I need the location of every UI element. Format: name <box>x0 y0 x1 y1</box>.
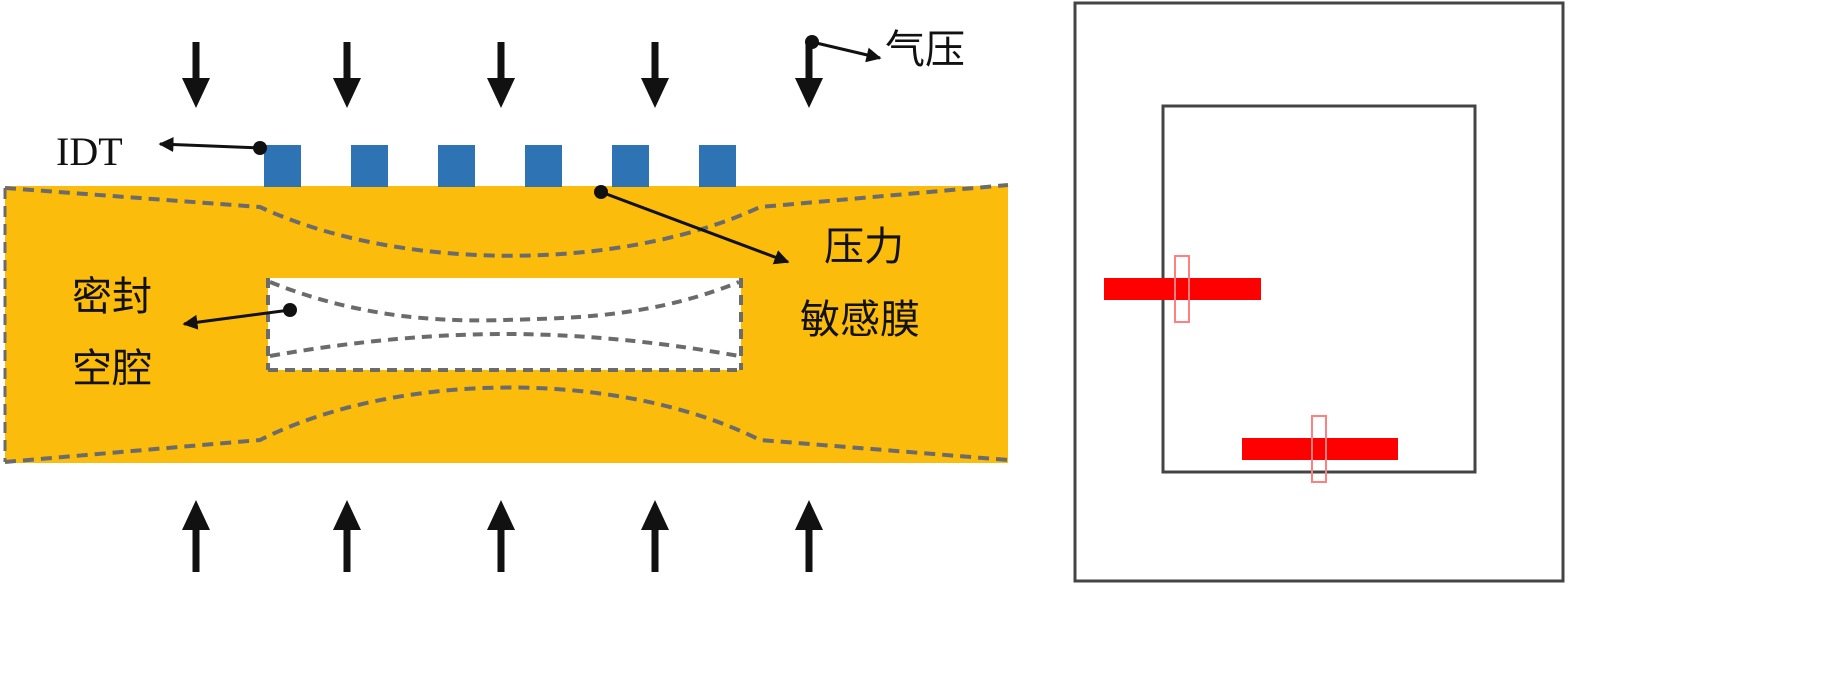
pressure-arrow-down <box>487 42 515 108</box>
leader-pressure-sensitive-membrane <box>594 185 790 265</box>
upper-deformation-dashed-outline <box>4 183 1009 258</box>
leader-sealed-cavity <box>182 303 297 330</box>
label-sealed-cavity-line1: 密封 <box>72 274 152 320</box>
red-bar-upper <box>1104 278 1261 300</box>
saw-sensor-cross-section <box>3 35 1009 572</box>
idt-electrode <box>612 145 649 187</box>
idt-electrode <box>438 145 475 187</box>
idt-electrode <box>351 145 388 187</box>
outer-frame <box>1073 1 1565 583</box>
pressure-arrow-up <box>795 500 823 572</box>
leader-air-pressure <box>805 35 882 63</box>
bottom-pressure-arrows <box>182 500 823 572</box>
lower-deformation-dashed-outline <box>4 385 1009 464</box>
pressure-arrow-up <box>333 500 361 572</box>
pressure-arrow-up <box>182 500 210 572</box>
sealed-cavity <box>268 278 741 370</box>
label-sealed-cavity-line2: 空腔 <box>72 346 152 392</box>
red-outline-lower <box>1311 415 1327 483</box>
leader-idt <box>158 137 267 155</box>
cavity-upper-bend-dashed <box>269 280 740 323</box>
pressure-arrow-up <box>487 500 515 572</box>
diagram-canvas: 气压 IDT 压力 敏感膜 密封 空腔 <box>3 1 1565 583</box>
pressure-arrow-down <box>795 42 823 108</box>
idt-electrode <box>264 145 301 187</box>
idt-electrode <box>699 145 736 187</box>
pressure-arrow-down <box>182 42 210 108</box>
pressure-arrow-up <box>641 500 669 572</box>
top-pressure-arrows <box>182 42 823 108</box>
label-air-pressure: 气压 <box>885 27 965 73</box>
pressure-arrow-down <box>641 42 669 108</box>
label-pressure-sensitive-membrane-line1: 压力 <box>824 224 904 270</box>
diagram-svg <box>3 1 1565 583</box>
red-outline-upper <box>1174 255 1190 323</box>
top-view-panel <box>1073 1 1565 583</box>
red-bar-lower <box>1242 438 1398 460</box>
idt-electrode <box>525 145 562 187</box>
label-idt: IDT <box>56 129 123 174</box>
label-pressure-sensitive-membrane-line2: 敏感膜 <box>800 297 920 343</box>
pressure-arrow-down <box>333 42 361 108</box>
cavity-outline-dashed <box>266 278 743 372</box>
idt-electrode-group <box>264 145 736 187</box>
